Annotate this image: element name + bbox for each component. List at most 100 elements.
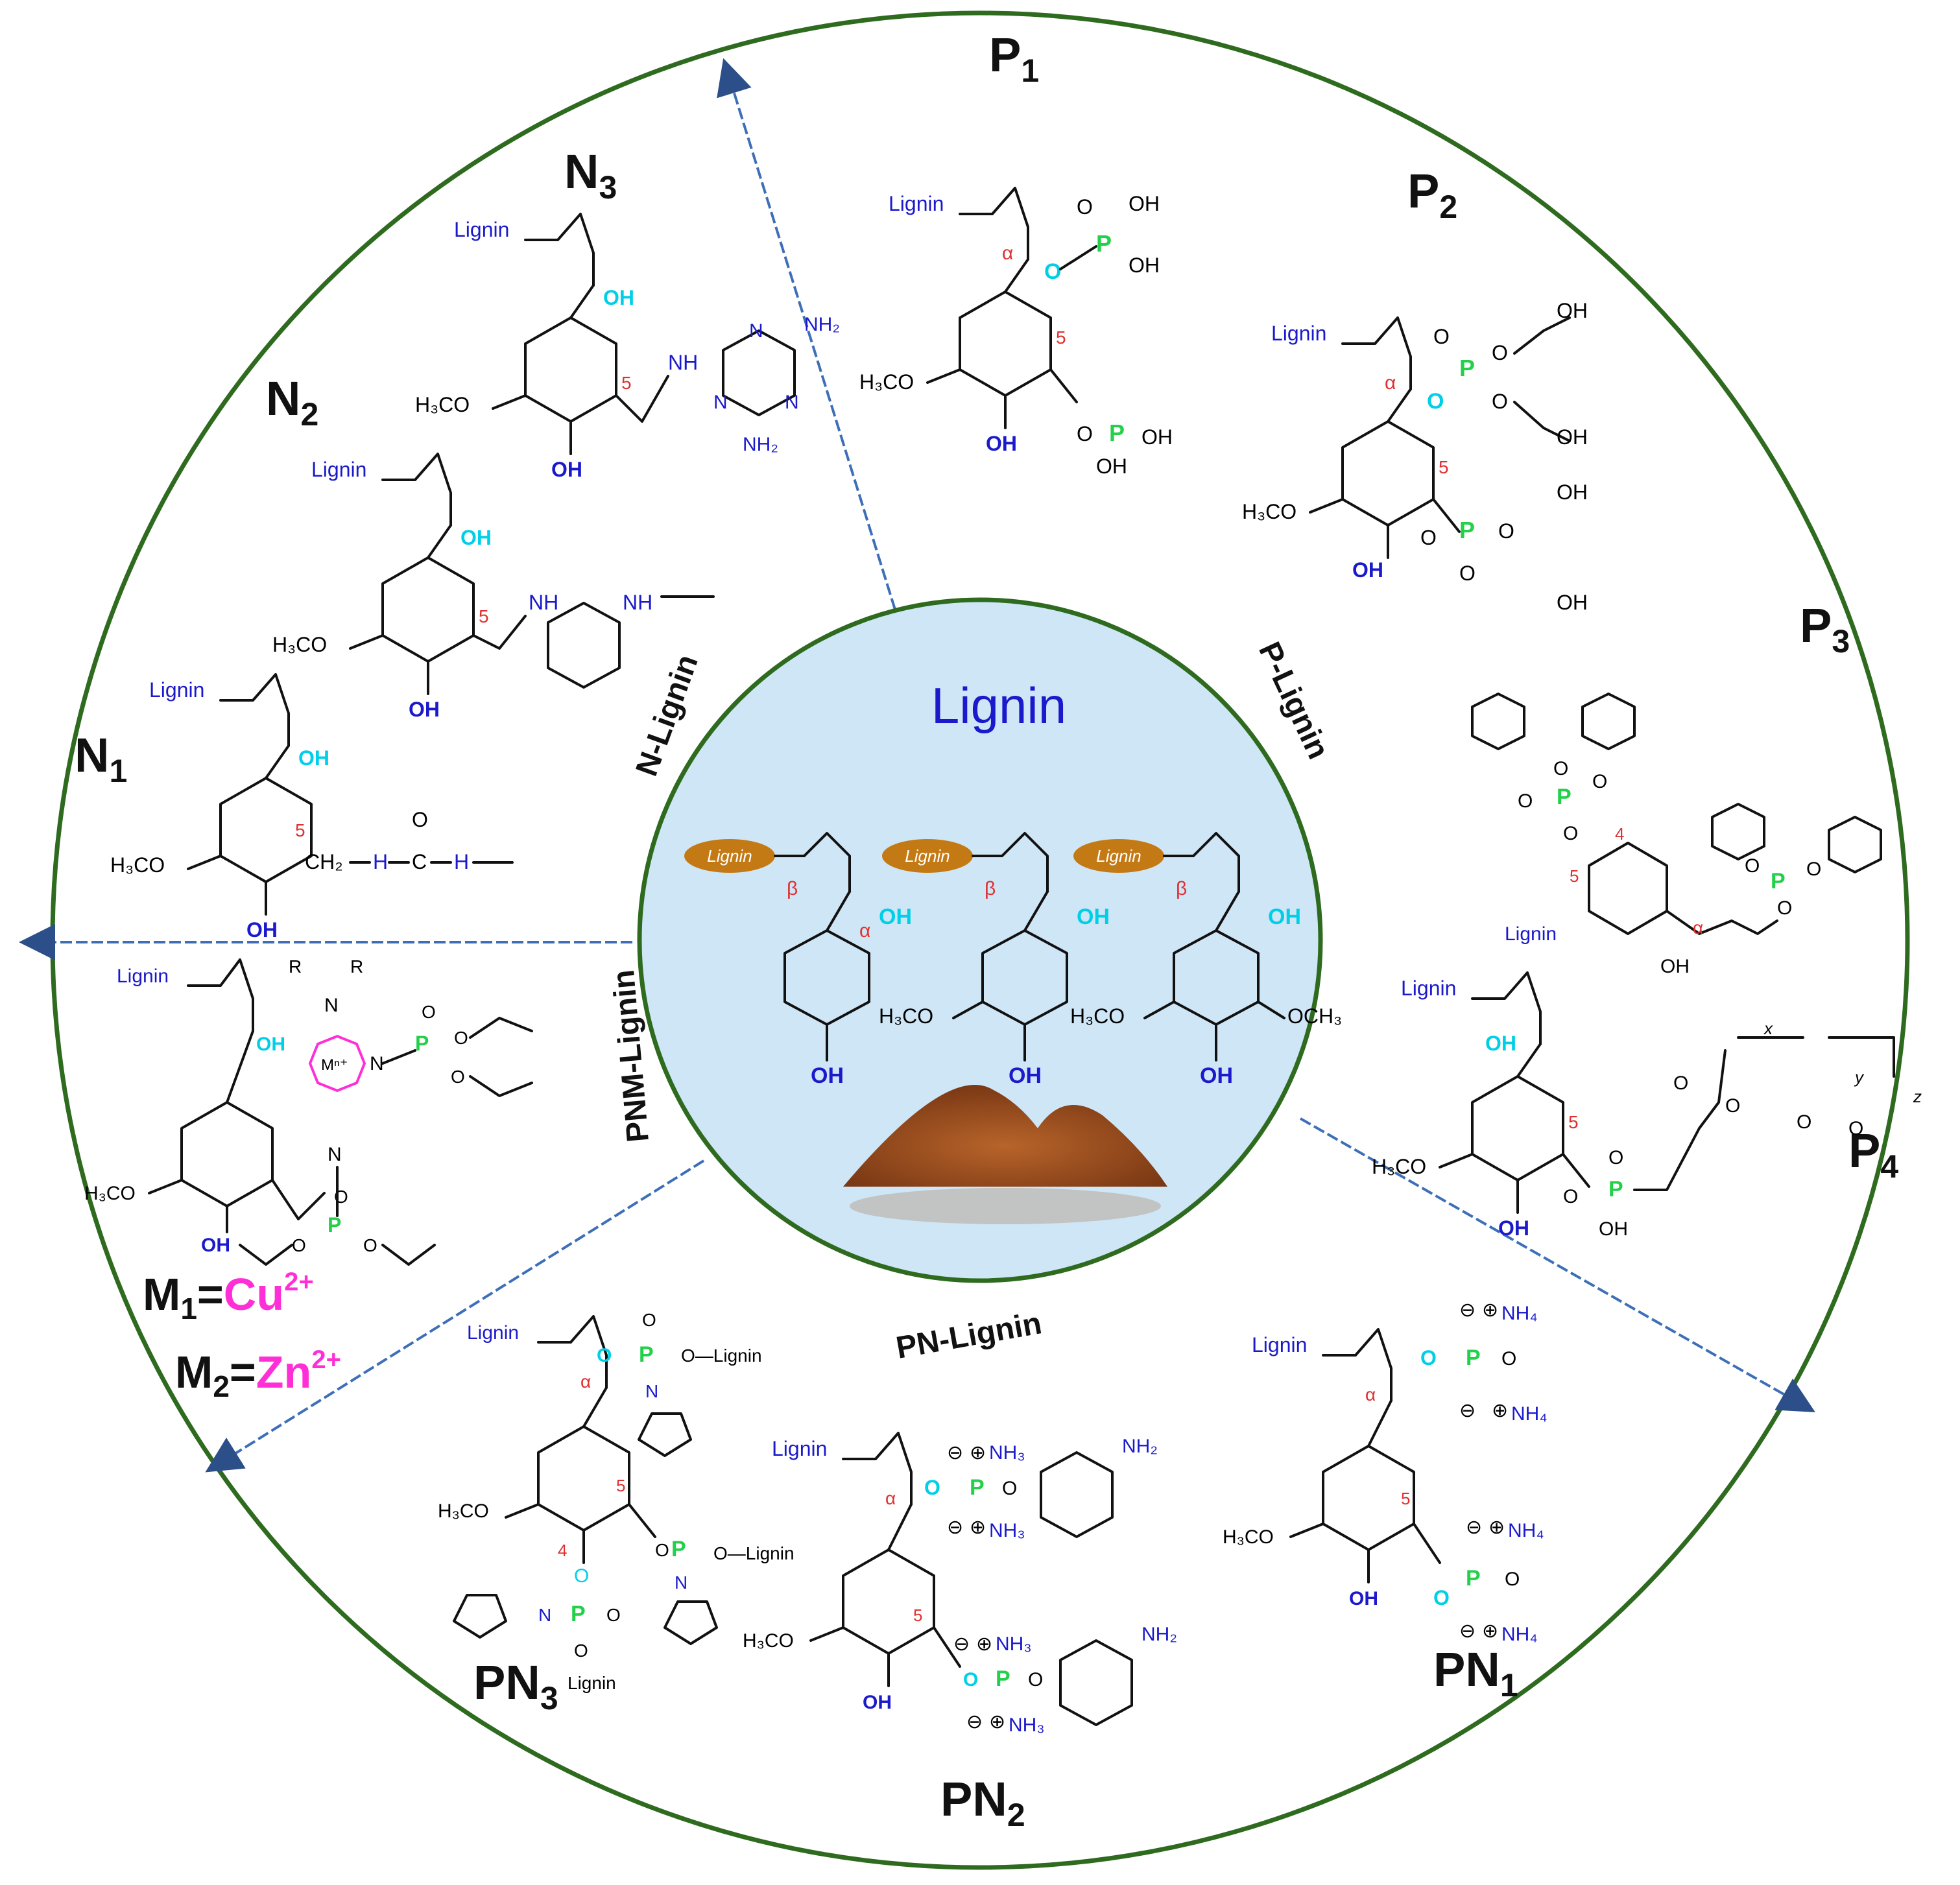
svg-text:O: O [1433,1586,1450,1609]
svg-text:R: R [289,956,302,977]
label-pn3: PN3 [473,1655,558,1716]
svg-text:OH: OH [986,432,1017,455]
svg-text:OH: OH [1352,558,1383,582]
svg-text:α: α [1385,372,1396,394]
svg-text:O: O [597,1345,612,1366]
svg-text:β: β [1176,878,1187,899]
svg-text:⊖: ⊖ [1459,1400,1476,1421]
svg-text:H₃CO: H₃CO [110,853,165,877]
svg-text:N: N [370,1053,384,1074]
svg-text:OH: OH [409,698,440,721]
svg-text:Lignin: Lignin [905,846,950,866]
svg-text:NH₄: NH₄ [1501,1303,1538,1324]
monomer-h: Lignin β α OH OH [684,832,912,1088]
sector-label-pn-lignin: PN-Lignin [894,1306,1044,1366]
svg-text:H₃CO: H₃CO [1242,500,1297,523]
monomer-s: Lignin β OH H₃CO OCH₃ OH [1070,832,1342,1088]
svg-text:O: O [1420,1346,1437,1369]
svg-text:O: O [1518,790,1533,812]
svg-text:5: 5 [1439,457,1449,477]
svg-text:OH: OH [1096,455,1127,478]
svg-text:OH: OH [1498,1216,1529,1240]
svg-text:P: P [1608,1177,1623,1202]
svg-text:OH: OH [1599,1218,1628,1240]
svg-text:NH: NH [623,591,652,614]
svg-text:N: N [785,392,799,413]
svg-text:O: O [1848,1118,1863,1139]
sector-label-p-lignin: P-Lignin [1252,637,1335,764]
svg-text:O: O [412,808,428,831]
svg-text:O: O [1498,519,1514,543]
structure-p2: Lignin α O P O O O OH OH 5 H₃CO OH O P O… [1242,299,1588,614]
svg-text:Lignin: Lignin [1401,977,1456,1000]
structure-pn3: Lignin α O P O O—Lignin N 5 4 H₃CO O P O… [438,1310,795,1693]
svg-text:α: α [1002,243,1013,264]
lignin-chip [684,839,775,873]
svg-text:O: O [454,1028,468,1048]
svg-text:NH₂: NH₂ [1122,1436,1158,1457]
structure-p4: Lignin OH 5 H₃CO OH O P O OH O O O O x y… [1372,971,1922,1240]
svg-text:Lignin: Lignin [1505,923,1557,945]
svg-text:H: H [373,850,388,873]
svg-text:N: N [328,1144,342,1165]
svg-text:Mⁿ⁺: Mⁿ⁺ [321,1056,348,1074]
svg-text:O: O [1433,325,1450,348]
svg-text:⊕: ⊕ [989,1711,1005,1733]
svg-text:H₃CO: H₃CO [438,1500,489,1522]
svg-text:H₃CO: H₃CO [272,633,327,656]
structure-n2: Lignin OH 5 H₃CO OH NH NH [272,453,715,721]
svg-text:β: β [985,878,996,899]
svg-text:OH: OH [460,526,492,549]
svg-text:O: O [1427,389,1444,414]
svg-text:OH: OH [1141,425,1173,449]
metal-m2: M2=Zn2+ [175,1346,341,1403]
svg-text:H₃CO: H₃CO [1070,1004,1125,1028]
svg-text:Lignin: Lignin [1252,1333,1307,1357]
svg-text:H₃CO: H₃CO [859,370,914,394]
svg-text:O: O [642,1310,656,1330]
svg-text:O—Lignin: O—Lignin [713,1543,795,1563]
svg-text:P: P [1459,355,1475,381]
svg-text:P: P [415,1032,429,1055]
svg-text:5: 5 [1570,866,1579,886]
label-pn2: PN2 [940,1772,1025,1833]
svg-text:OH: OH [863,1692,892,1713]
svg-text:O: O [1592,771,1607,792]
svg-text:NH₄: NH₄ [1501,1624,1538,1645]
svg-text:4: 4 [558,1541,567,1560]
structure-pn1: Lignin α O P O ⊖ ⊕ NH₄ ⊖ ⊕ NH₄ 5 H₃CO OH… [1223,1299,1548,1645]
svg-text:NH₂: NH₂ [804,314,840,335]
svg-text:O: O [574,1565,589,1587]
svg-text:P: P [970,1475,985,1500]
svg-text:OH: OH [256,1034,285,1055]
svg-text:H₃CO: H₃CO [1223,1526,1274,1548]
svg-text:O: O [1028,1669,1043,1690]
svg-text:OH: OH [1660,956,1690,977]
svg-text:O: O [1420,526,1437,549]
svg-text:Lignin: Lignin [707,846,752,866]
svg-text:O: O [1563,823,1578,844]
svg-text:⊕: ⊕ [970,1442,986,1464]
svg-text:OH: OH [1557,480,1588,504]
svg-text:Lignin: Lignin [117,966,169,987]
svg-text:O: O [963,1669,978,1690]
svg-text:5: 5 [1568,1112,1579,1132]
svg-text:NH₃: NH₃ [1009,1714,1045,1736]
svg-text:NH₂: NH₂ [743,434,778,455]
divider-pnm-pn [205,1159,705,1473]
svg-text:Lignin: Lignin [889,192,944,215]
svg-text:O: O [1501,1348,1516,1369]
svg-text:OH: OH [201,1235,230,1256]
svg-text:NH₂: NH₂ [1141,1624,1177,1645]
label-p2: P2 [1407,164,1457,225]
svg-text:O: O [1002,1478,1017,1499]
svg-text:P: P [1557,785,1572,809]
svg-text:α: α [1693,918,1703,938]
center-disc [637,597,1323,1283]
svg-text:O: O [1553,758,1568,779]
svg-text:OH: OH [1349,1588,1378,1609]
svg-text:O: O [363,1235,377,1255]
structure-n3: Lignin OH 5 H₃CO OH NH N N N NH₂ NH₂ [415,213,840,481]
svg-text:NH₃: NH₃ [989,1520,1025,1541]
